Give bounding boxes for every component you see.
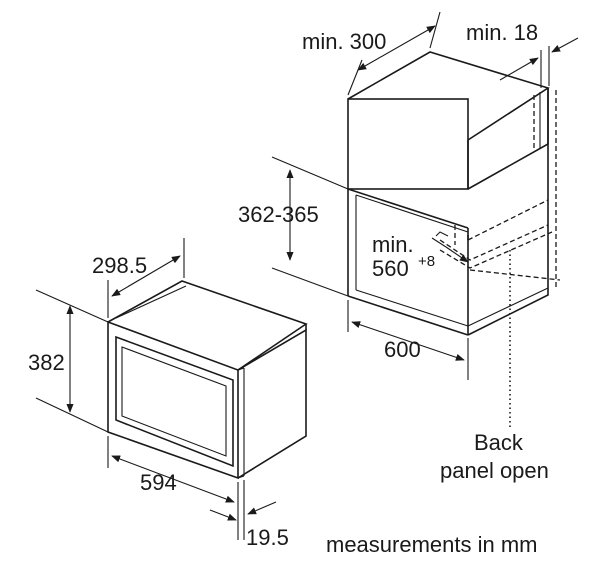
label-back-panel-line2: panel open	[440, 458, 549, 483]
label-cabinet-depth: min. 300	[302, 29, 386, 54]
label-front-offset: 19.5	[246, 525, 289, 550]
label-oven-width: 594	[140, 470, 177, 495]
oven-door	[115, 335, 234, 468]
wall-cabinet	[347, 51, 561, 336]
label-opening-height: 362-365	[238, 202, 319, 227]
units-note: measurements in mm	[326, 532, 538, 557]
dim-cabinet-depth: min. 300	[302, 11, 441, 96]
cabinet-side-face	[467, 88, 549, 190]
dim-cabinet-gap: min. 18	[466, 20, 579, 88]
back-panel-leader: Back panel open	[440, 250, 549, 483]
oven-side-face	[237, 328, 307, 479]
label-opening-depth-main: min.	[372, 232, 414, 257]
oven-top-face	[107, 280, 308, 371]
dim-front-offset: 19.5	[209, 480, 289, 550]
cabinet-front-panel	[347, 98, 469, 190]
label-opening-width: 600	[384, 337, 421, 362]
dim-oven-depth: 298.5	[92, 238, 185, 318]
label-cabinet-gap: min. 18	[466, 20, 538, 45]
dim-opening-height: 362-365	[238, 156, 349, 297]
niche-bottom-front	[347, 295, 469, 336]
oven-appliance	[107, 280, 308, 480]
dim-opening-depth: min. 560 +8	[372, 232, 469, 281]
label-back-panel-line1: Back	[474, 430, 524, 455]
label-oven-height: 382	[28, 350, 65, 375]
dim-opening-width: 600	[347, 300, 469, 380]
oven-front-frame	[107, 320, 239, 480]
oven-window	[121, 346, 227, 457]
dim-oven-height: 382	[28, 289, 109, 433]
label-opening-depth-tolerance: +8	[418, 253, 435, 270]
dim-oven-width: 594	[107, 436, 239, 540]
label-opening-depth-value: 560	[372, 256, 409, 281]
cabinet-top-face	[347, 51, 550, 141]
label-oven-depth: 298.5	[92, 253, 147, 278]
